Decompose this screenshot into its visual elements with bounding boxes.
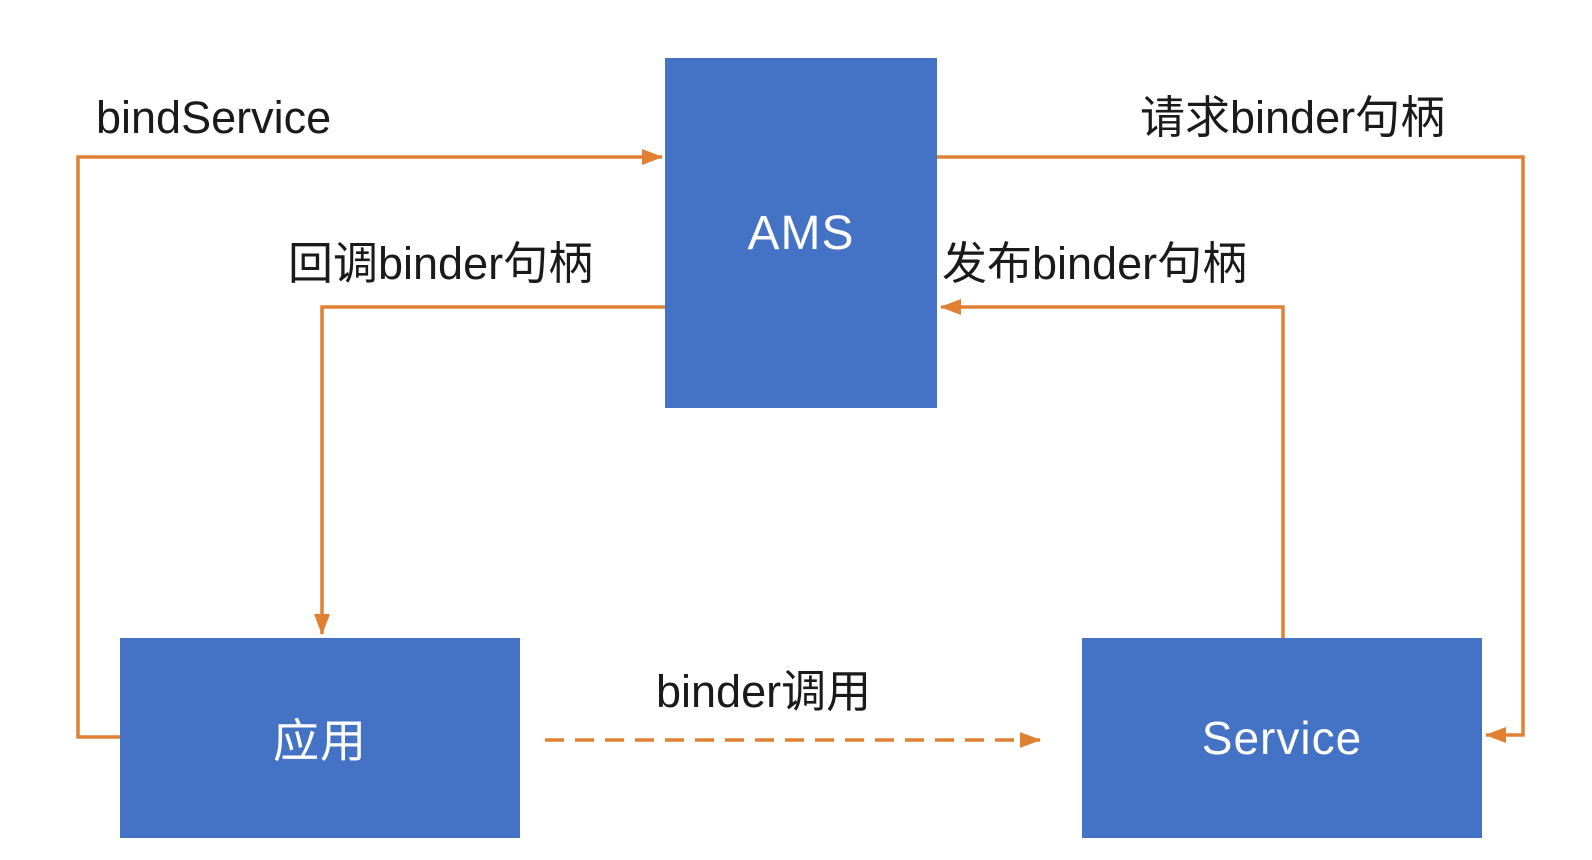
node-ams-label: AMS [747,206,855,260]
node-ams: AMS [665,58,937,408]
binder-call-edge-label: binder调用 [656,666,872,717]
node-service-label: Service [1201,712,1363,764]
publish-binder-edge-label: 发布binder句柄 [942,238,1248,289]
bindservice-edge-label: bindService [96,92,332,143]
node-service: Service [1082,638,1482,838]
request-binder-edge-label: 请求binder句柄 [1140,92,1446,143]
publish-binder-arrow [940,299,1285,638]
node-app: 应用 [120,638,520,838]
callback-binder-edge-label: 回调binder句柄 [288,238,594,289]
callback-binder-arrow [314,305,665,635]
node-app-label: 应用 [273,715,367,767]
